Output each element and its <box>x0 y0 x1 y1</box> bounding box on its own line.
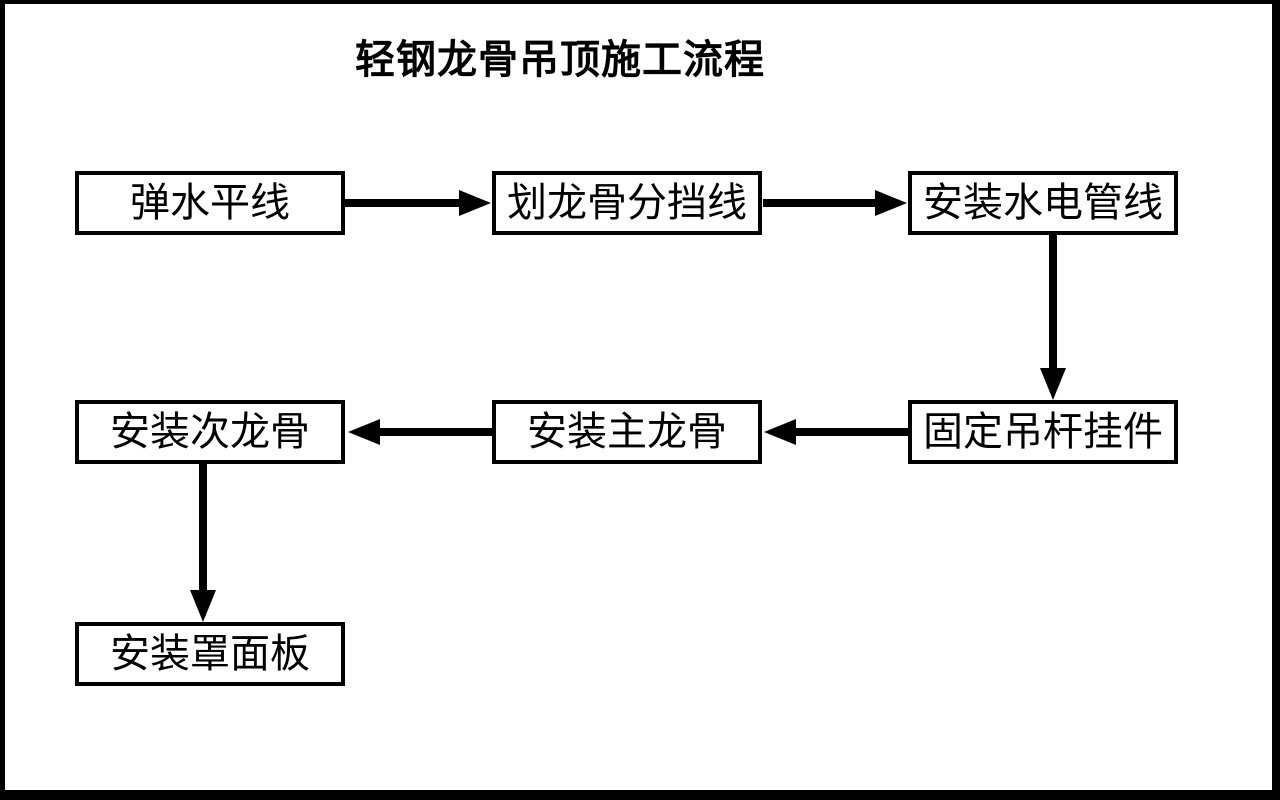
arrow-step3-to-step4 <box>1040 235 1066 400</box>
node-step-6: 安装次龙骨 <box>75 400 345 464</box>
flowchart-title: 轻钢龙骨吊顶施工流程 <box>355 38 765 82</box>
node-step-3: 安装水电管线 <box>908 171 1178 235</box>
arrow-step1-to-step2 <box>345 190 491 216</box>
node-step-5: 安装主龙骨 <box>492 400 762 464</box>
arrow-step2-to-step3 <box>763 190 907 216</box>
arrow-step5-to-step6 <box>348 419 492 445</box>
node-step-4: 固定吊杆挂件 <box>908 400 1178 464</box>
arrow-step4-to-step5 <box>764 419 908 445</box>
arrow-step6-to-step7 <box>190 464 216 622</box>
node-step-7: 安装罩面板 <box>75 622 345 686</box>
node-step-1: 弹水平线 <box>75 171 345 235</box>
node-step-2: 划龙骨分挡线 <box>492 171 762 235</box>
